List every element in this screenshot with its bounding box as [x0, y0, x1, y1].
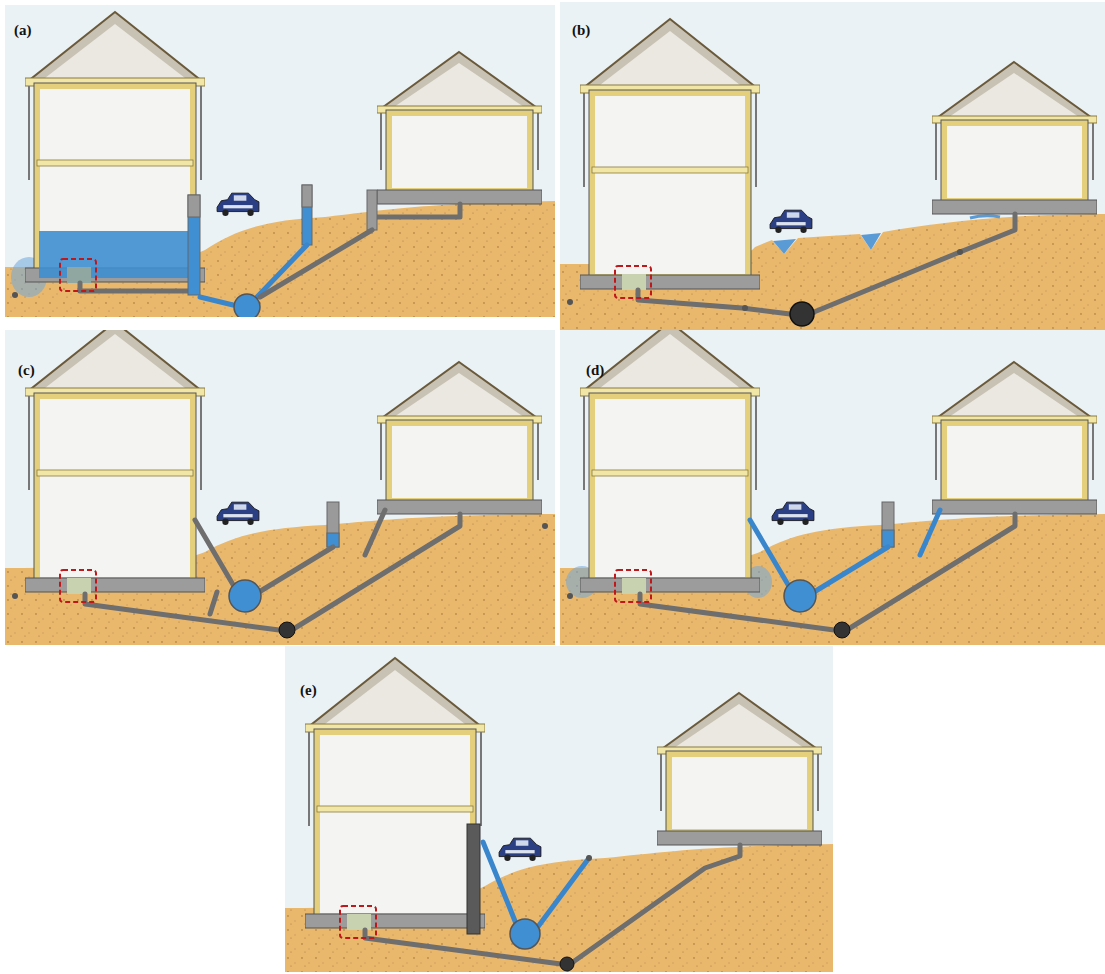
branch-pipe: [365, 510, 385, 555]
one-storey-house: [377, 362, 542, 514]
drain-pipe: [814, 214, 1015, 312]
standpipe: [302, 185, 312, 245]
one-storey-house: [932, 62, 1097, 214]
storm-sewer: [229, 580, 261, 612]
sanitary-sewer: [560, 957, 574, 971]
combined-sewer: [234, 294, 260, 317]
floor-drain: [67, 578, 91, 594]
surface-water: [970, 216, 1000, 218]
storm-lateral: [195, 520, 235, 588]
ditch-water: [861, 233, 881, 250]
foundation-drain: [12, 292, 18, 298]
lateral: [260, 230, 372, 297]
storm-lateral: [483, 842, 517, 926]
panel-label: (d): [586, 362, 604, 379]
panel-a-scene: [5, 5, 555, 317]
drain-pipe: [850, 514, 1015, 628]
highlight-box: [615, 266, 651, 298]
two-storey-house: [580, 330, 760, 592]
sump-stack: [467, 824, 480, 934]
floor-drain: [622, 578, 646, 594]
two-storey-house: [305, 658, 485, 928]
panel-label: (b): [572, 22, 590, 39]
branch-pipe: [210, 592, 217, 614]
standpipe: [882, 502, 894, 547]
drain-pipe: [375, 204, 460, 217]
drain-pipe: [295, 514, 460, 628]
car: [499, 838, 541, 861]
sanitary-sewer: [279, 622, 295, 638]
standpipe: [188, 195, 200, 295]
two-storey-house: [25, 12, 205, 282]
storm-sewer: [510, 919, 540, 949]
standpipe: [367, 190, 377, 230]
panel-label: (a): [14, 22, 32, 39]
pipe-joint: [742, 305, 748, 311]
ditch-water: [773, 239, 796, 254]
highlight-box: [60, 259, 96, 291]
panel-label: (e): [300, 682, 317, 699]
storm-sewer: [784, 580, 816, 612]
lateral: [200, 297, 233, 305]
standpipe: [327, 502, 339, 547]
floor-drain: [347, 914, 371, 930]
sky: [560, 2, 1105, 342]
drain-pipe: [638, 290, 790, 314]
storm-lateral: [750, 520, 790, 588]
two-storey-house: [25, 330, 205, 592]
sanitary-sewer: [790, 302, 814, 326]
flood-water: [39, 231, 191, 278]
car: [217, 193, 259, 216]
panel-e-scene: [285, 646, 833, 972]
car: [770, 210, 812, 233]
standpipe-top: [188, 195, 200, 217]
foundation-drain: [542, 523, 548, 529]
sky: [285, 646, 833, 972]
highlight-box: [615, 570, 651, 602]
one-storey-house: [377, 52, 542, 204]
foundation-drain: [12, 593, 18, 599]
floor-drain: [67, 267, 91, 283]
floor-drain: [622, 274, 646, 290]
drain-pipe: [573, 845, 740, 962]
sanitary-sewer: [834, 622, 850, 638]
two-storey-house: [580, 19, 760, 289]
one-storey-house: [932, 362, 1097, 514]
branch-pipe: [920, 510, 940, 555]
storm-lateral: [537, 858, 589, 928]
panel-d-scene: [560, 330, 1105, 645]
panel-label: (c): [18, 362, 35, 379]
foundation-drain: [567, 299, 573, 305]
pipe-joint: [957, 249, 963, 255]
storm-lateral: [814, 547, 888, 592]
car: [772, 502, 814, 525]
highlight-box: [60, 570, 96, 602]
standpipe-water: [882, 530, 894, 547]
one-storey-house: [657, 693, 822, 845]
pipe-joint: [586, 855, 592, 861]
highlight-box: [340, 906, 376, 938]
storm-lateral: [259, 547, 333, 592]
standpipe-top: [302, 185, 312, 207]
panel-b-scene: [560, 2, 1105, 342]
foundation-drain: [567, 593, 573, 599]
car: [217, 502, 259, 525]
panel-c-scene: [5, 330, 555, 645]
